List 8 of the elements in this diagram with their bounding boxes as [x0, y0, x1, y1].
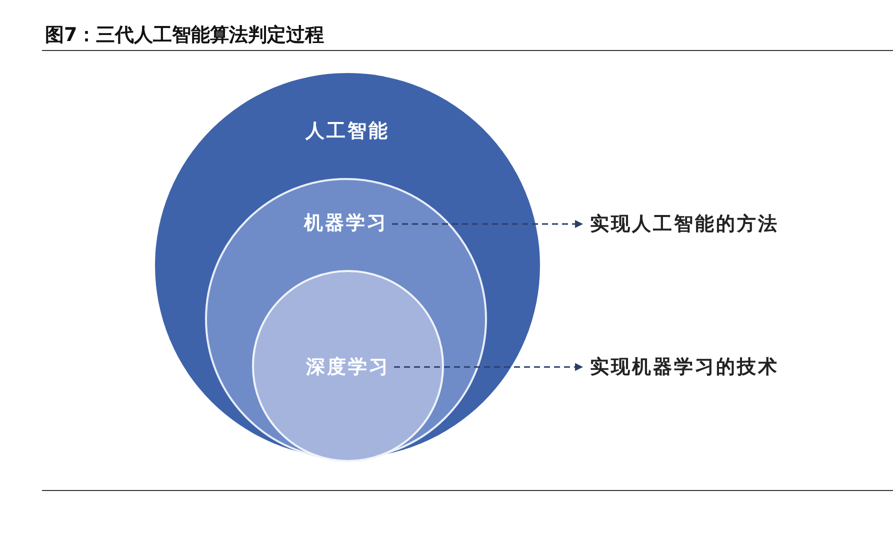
dashed-arrow: [392, 220, 583, 228]
circle-label: 人工智能: [306, 119, 390, 144]
circle-label: 机器学习: [304, 211, 388, 236]
dashed-arrow: [394, 363, 583, 371]
title: 图7：三代人工智能算法判定过程: [45, 23, 324, 48]
circle-label: 深度学习: [306, 355, 390, 380]
annotation-text: 实现人工智能的方法: [590, 211, 779, 237]
annotation-text: 实现机器学习的技术: [590, 354, 779, 380]
